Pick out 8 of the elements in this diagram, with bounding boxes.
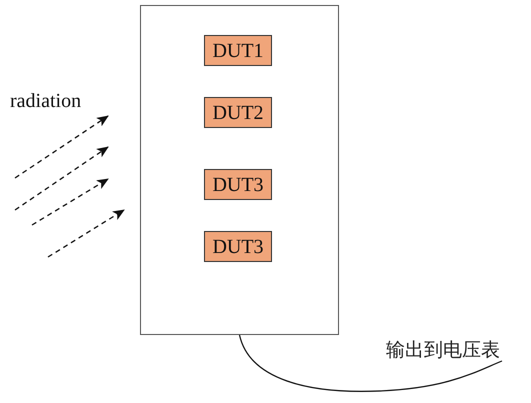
component-box: DUT2 bbox=[204, 97, 272, 128]
component-box: DUT3 bbox=[204, 231, 272, 262]
component-box: DUT1 bbox=[204, 35, 272, 66]
cable-line bbox=[238, 334, 502, 392]
radiation-label: radiation bbox=[10, 91, 82, 111]
enclosure-box bbox=[140, 5, 339, 335]
output-label: 输出到电压表 bbox=[386, 339, 502, 361]
component-box: DUT3 bbox=[204, 169, 272, 200]
